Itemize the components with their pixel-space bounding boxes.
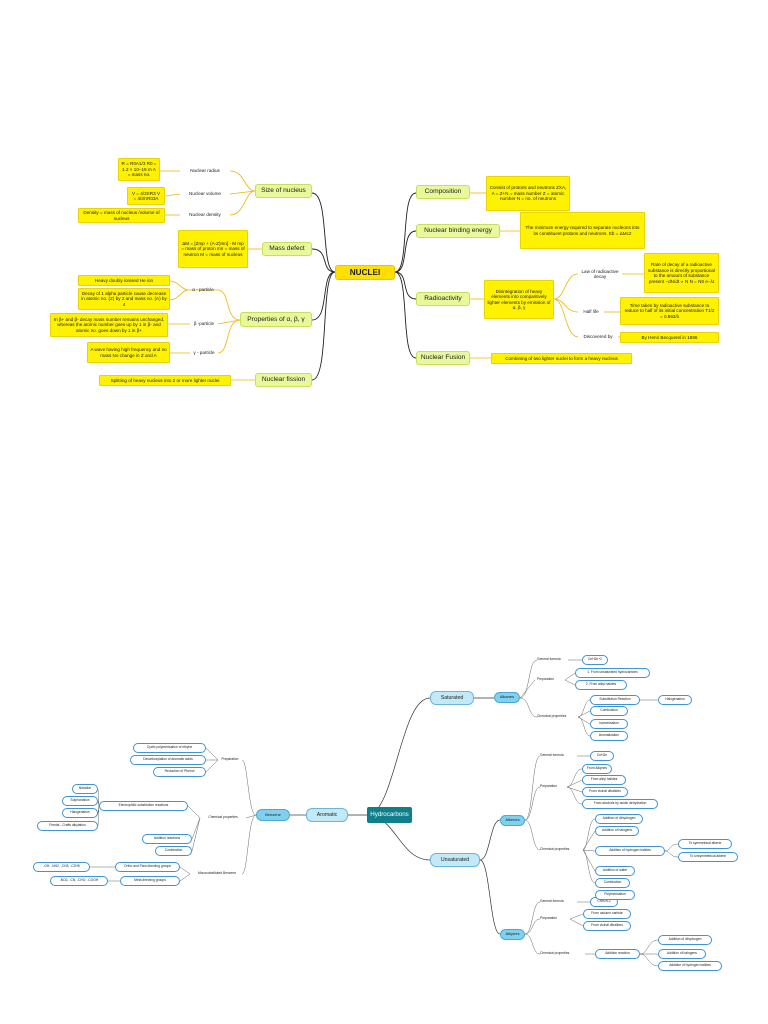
alkene-general-formula: CnH2n [590,751,614,761]
discovered-by-label: Discovered by [583,334,613,340]
gamma-fact: A wave having high frequency and no mass… [87,342,170,363]
alkene-polymerisation: Polymerisation [595,890,635,900]
alkene-add-halogens: Addition of halogens [595,826,639,836]
electrophilic-substitution: Electrophilic substitution reactions [99,801,188,811]
fission-definition: Splitting of heavy nucleus into 2 or mor… [99,375,231,386]
alkyne-add-hydrogen-halides: Addition of hydrogen halides [658,961,722,971]
alkanes-node: Alkanes [494,692,520,703]
combustion: Combustion [155,846,192,856]
alkene-prep-2: From alkyl halides [582,775,626,785]
alkene-symmetrical: To symmetrical alkene [678,839,732,849]
branch-composition: Composition [416,185,470,199]
ortho-para-groups: -OH, -NH2, -CH3, -C2H5 [33,862,90,872]
alkane-isomerisation: Isomerisation [590,719,628,729]
hydrocarbons-center-node: Hydrocarbons [367,807,412,823]
branch-mass-defect: Mass defect [262,242,312,256]
alkane-preparation-label: Preparation [537,677,555,682]
alkynes-node: Alkynes [500,929,525,940]
aromatic-chemical-properties-label: Chemical properties [208,815,238,820]
half-life-label: Half life [583,309,599,315]
beta-particle-label: β -particle [193,321,215,327]
alkyne-add-halogens: Addition of halogens [658,949,706,959]
alkyne-addition-reaction: Addition reaction [595,949,640,959]
alkene-general-formula-label: General formula [540,753,564,758]
alkane-substitution: Substitution Reaction [590,695,640,705]
beta-fact: In β+ and β- decay mass number remains u… [50,313,168,337]
alkyne-add-dihydrogen: Addition of dihydrogen [658,935,712,945]
alkane-prep-1: 1. From unsaturated hydrocarbons [575,668,650,678]
nuclear-radius-formula: R = R0A1/3 R0 = 1.2 × 10−15 m A = mass n… [118,158,160,181]
nuclear-radius-label: Nuclear radius [190,168,220,174]
alkane-combustion: Combustion [590,706,628,716]
alpha-particle-label: α - particle [192,287,214,293]
aromatic-prep-2: Decarboxylation of aromatic acids [130,755,206,765]
halogenation: Halogenation [62,808,98,818]
alkyne-general-formula-label: General formula [540,899,564,904]
aromatic-prep-1: Cyclic polymerisation of ethyne [133,743,206,753]
alkenes-node: Alkenes [500,815,525,826]
meta-directing: Meta directing groups [120,876,180,886]
nitration: Nitration [72,784,98,794]
alpha-fact-1: Heavy doubly ionised He ion [78,275,170,286]
alkene-prep-1: From Alkynes [582,764,612,774]
alkene-chemical-properties-label: Chemical properties [540,847,570,852]
alkane-chemical-properties-label: Chemical properties [537,714,567,719]
alkane-halogenation: Halogenation [658,695,692,705]
unsaturated-node: Unsaturated [430,853,480,867]
alkyne-prep-2: From vicinal dihalides [583,921,631,931]
nuclei-center-node: NUCLEI [335,265,395,280]
composition-detail: Consist of protons and neutrons ZXA, A =… [486,176,570,211]
alkane-prep-2: 2. From alkyl halides [575,680,627,690]
saturated-node: Saturated [430,691,474,705]
alkene-prep-3: From vicinal dihalides [582,787,628,797]
monosubstituted-benzene-label: Monosubstituted Benzene [197,871,237,876]
alkane-general-formula-label: General formula [537,657,561,662]
alkene-unsymmetrical: To unsymmetrical alkene [678,852,738,862]
alkene-preparation-label: Preparation [540,784,558,789]
benzene-node: Benzene [256,809,290,821]
alkyne-preparation-label: Preparation [540,916,558,921]
branch-properties: Properties of α, β, γ [240,312,312,327]
aromatic-preparation-label: Preparation [221,757,239,762]
alkene-add-water: Addition of water [595,866,635,876]
nuclear-density-label: Nuclear density [189,212,221,218]
alpha-fact-2: Decay of 1 alpha particle cause decrease… [78,288,170,310]
alkane-aromatization: Aromatization [590,731,628,741]
alkyne-chemical-properties-label: Chemical properties [540,951,570,956]
aromatic-prep-3: Reduction of Phenol [153,767,206,777]
alkene-prep-4: From alcohols by acidic dehydration [582,799,658,809]
friedal-crafts: Friedal - Crafts alkylation [37,821,98,831]
alkene-combustion: Combustion [595,878,630,888]
branch-size-of-nucleus: Size of nucleus [255,184,312,198]
decay-law-label: Law of radioactive decay [581,268,619,280]
radioactivity-detail: Disintegration of heavy elements into co… [484,280,554,319]
aromatic-node: Aromatic [306,808,348,822]
branch-radioactivity: Radioactivity [416,292,470,306]
decay-law-detail: Rate of decay of a radioactive substance… [644,253,719,293]
nuclear-volume-formula: V = 4/3πR3 V = 4/3πR03A [127,187,165,205]
gamma-particle-label: γ - particle [193,350,215,356]
half-life-detail: Time taken by radioactive substance to r… [620,297,719,325]
sulphonation: Sulphonation [62,796,98,806]
binding-energy-detail: The minimum energy required to separate … [520,212,645,249]
ortho-para-directing: Ortho and Para directing groups [115,862,180,872]
meta-groups: -NO2, -CN, -CHO, -COOH [50,876,108,886]
alkyne-prep-1: From calcium carbide [583,909,631,919]
addition-reactions: Addition reactions [142,834,192,844]
fusion-definition: Combining of two lighter nuclei to form … [491,353,632,364]
discovered-by-detail: By Henri Becquerel in 1896 [620,332,719,343]
mass-defect-formula: ΔM = [Zmp + (A-Z)mn] - M mp = mass of pr… [178,230,248,268]
branch-nuclear-fusion: Nuclear Fusion [416,351,470,365]
alkene-add-dihydrogen: Addition of dihydrogen [595,814,643,824]
alkene-add-hydrogen-halides: Addition of hydrogen halides [595,846,665,856]
branch-binding-energy: Nuclear binding energy [416,224,500,238]
alkane-general-formula: CnH2n+2 [582,655,608,665]
nuclear-volume-label: Nuclear volume [189,191,221,197]
branch-nuclear-fission: Nuclear fission [255,373,312,387]
nuclear-density-formula: Density = mass of nucleus /volume of nuc… [78,208,165,223]
